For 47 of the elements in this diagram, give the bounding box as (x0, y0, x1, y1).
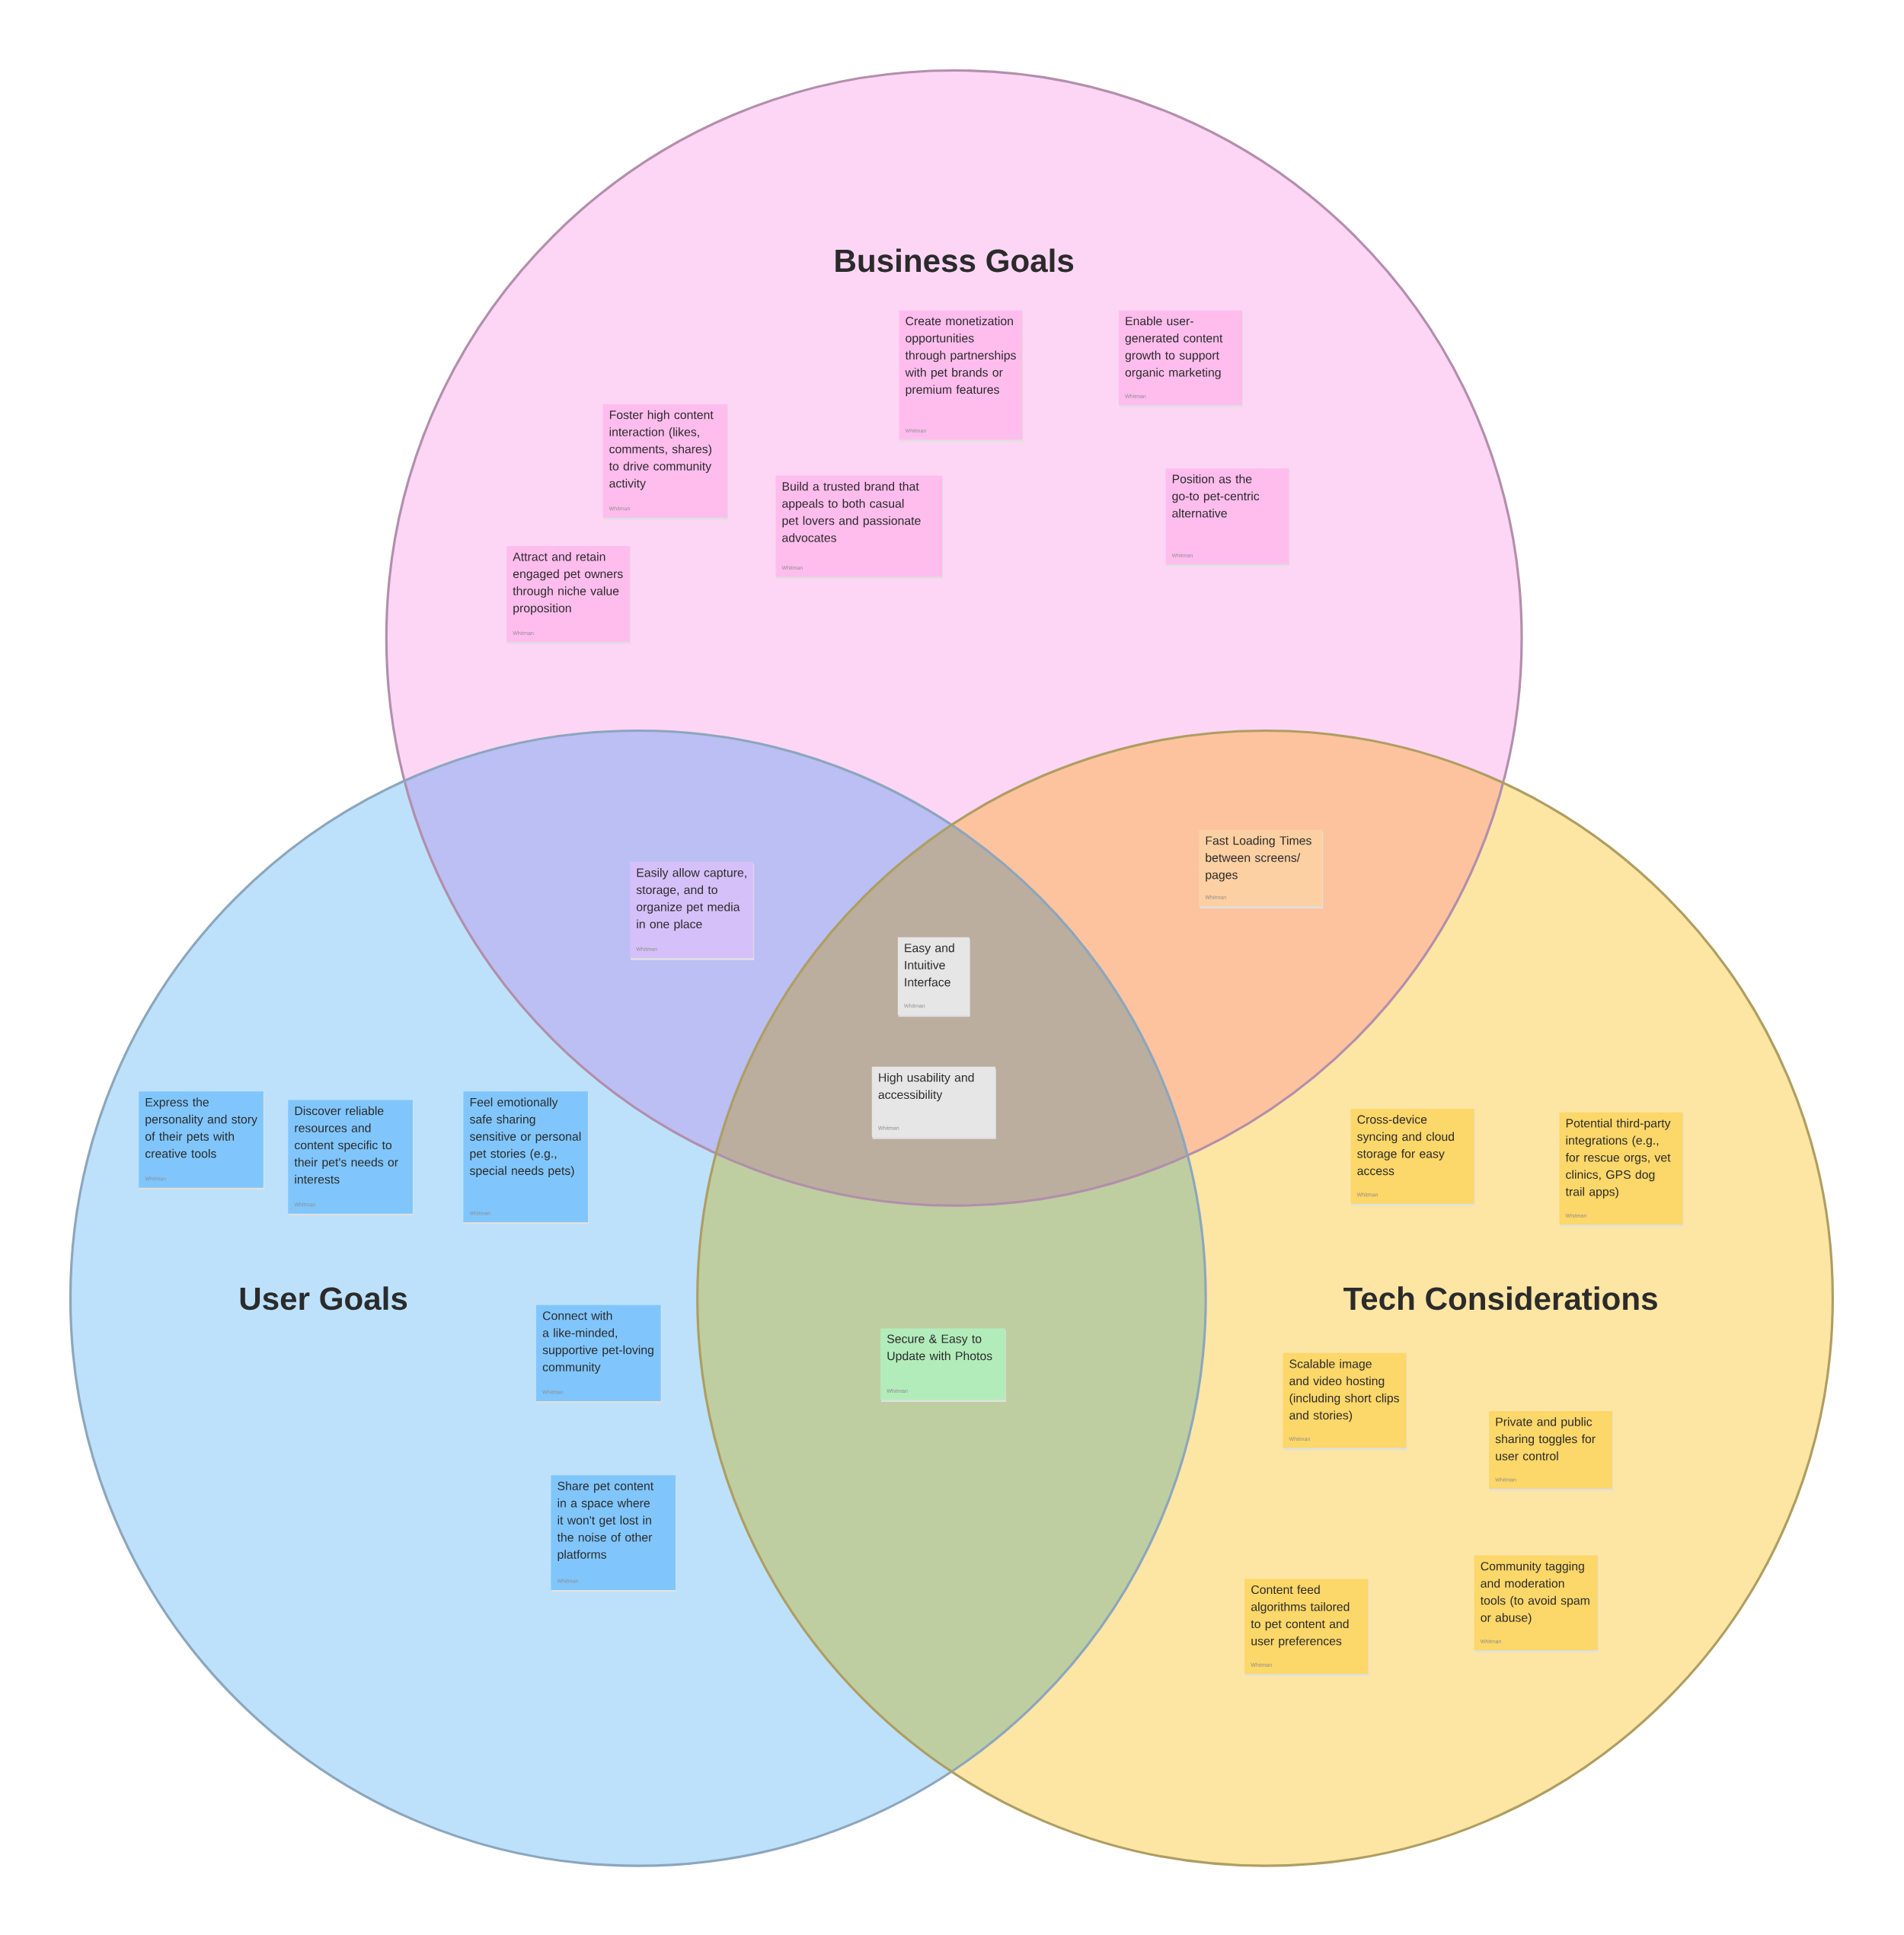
note-text: Easily allow capture, storage, and to organize pet media in one place (636, 867, 746, 931)
note-text: Share pet content in a space where it won't get lost in the noise of other platforms (557, 1481, 653, 1562)
sticky-note (288, 1100, 414, 1216)
note-text: Discover reliable resources and content specific to their pet's needs or interests (294, 1106, 398, 1184)
note-text: Private and public sharing toggles for user control (1495, 1417, 1596, 1461)
sticky-note (1283, 1352, 1407, 1451)
note-text: Potential third-party integrations (e.g., for rescue orgs, vet clinics, GPS dog trail apps) (1565, 1118, 1671, 1199)
note-text: Express the personality and story of their pets with creative tools (145, 1097, 257, 1158)
sticky-note (871, 1066, 996, 1139)
sticky-note (1488, 1411, 1613, 1491)
sticky-note (775, 475, 943, 580)
sticky-note (1244, 1579, 1369, 1676)
sticky-note (463, 1091, 589, 1225)
sticky-note (897, 937, 970, 1017)
sticky-note (1474, 1555, 1599, 1652)
note-text: Scalable image and video hosting (including short clips and stories) (1289, 1359, 1399, 1423)
note-text: Position as the go-to pet-centric alternative (1172, 474, 1260, 518)
note-text: Create monetization opportunities through partnerships with pet brands or premium features (905, 316, 1016, 397)
note-text: Content feed algorithms tailored to pet content and user preferences (1251, 1585, 1350, 1648)
circle-title: Business Goals (835, 248, 1073, 273)
sticky-note (1165, 468, 1290, 567)
sticky-note (1199, 829, 1323, 908)
note-text: Attract and retain engaged pet owners through niche value proposition (513, 552, 623, 615)
note-text: Foster high content interaction (likes, comments, shares) to drive community activity (609, 410, 714, 490)
note-text: Connect with a like-minded, supportive pet-loving community (542, 1311, 653, 1374)
sticky-note (880, 1328, 1006, 1402)
sticky-note (138, 1091, 264, 1190)
sticky-note (1350, 1108, 1475, 1206)
note-text: Enable user-generated content growth to support organic marketing (1125, 316, 1223, 379)
note-text: Fast Loading Times between screens/ pages (1206, 835, 1311, 882)
note-text: Build a trusted brand that appeals to both casual pet lovers and passionate advocates (781, 481, 921, 542)
sticky-note (1118, 310, 1243, 407)
circle-title: Tech Considerations (1343, 1286, 1657, 1311)
note-text: Community tagging and moderation tools (to avoid spam or abuse) (1480, 1561, 1589, 1624)
note-text: Feel emotionally safe sharing sensitive or personal pet stories (e.g., special needs pets) (469, 1097, 581, 1178)
sticky-note (899, 310, 1024, 442)
sticky-note (602, 404, 728, 520)
sticky-note (535, 1304, 662, 1403)
note-text: High usability and accessibility (878, 1072, 974, 1102)
sticky-note (506, 546, 631, 644)
note-text: Secure & Easy to Update with Photos (887, 1334, 992, 1363)
sticky-note (629, 861, 754, 960)
circle-title: User Goals (240, 1286, 407, 1311)
sticky-note (551, 1475, 676, 1592)
sticky-note (1559, 1112, 1684, 1227)
note-text: Easy and Intuitive Interface (905, 943, 954, 987)
note-text: Cross-device syncing and cloud storage for easy access (1356, 1115, 1454, 1176)
